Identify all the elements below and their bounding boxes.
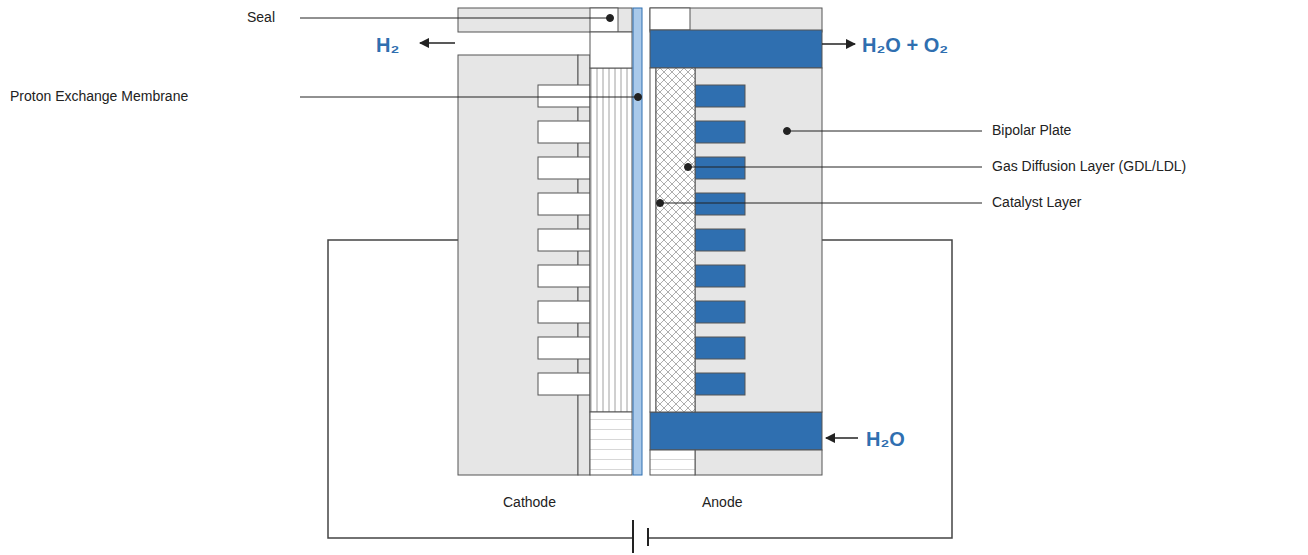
seal <box>590 32 632 68</box>
leader-line <box>300 15 982 207</box>
bipolar-plate <box>695 450 822 475</box>
flow-channel <box>538 301 590 323</box>
flow-label: H₂O + O₂ <box>862 34 948 56</box>
flow-channel <box>695 265 745 287</box>
flow-channel <box>538 373 590 395</box>
flow-channel <box>695 121 745 143</box>
end-cap <box>650 8 822 32</box>
membrane <box>633 8 642 475</box>
seal <box>650 450 695 475</box>
inlet-header <box>650 412 822 450</box>
outlet-header <box>650 30 822 68</box>
part-label: Catalyst Layer <box>992 195 1081 210</box>
flow-channel <box>695 337 745 359</box>
flow-label: H₂ <box>376 34 399 56</box>
flow-channel <box>695 85 745 107</box>
flow-channel <box>695 229 745 251</box>
flow-channel <box>538 193 590 215</box>
flow-arrow <box>826 437 858 439</box>
part-label: Gas Diffusion Layer (GDL/LDL) <box>992 159 1186 174</box>
part-label: Bipolar Plate <box>992 123 1071 138</box>
flow-channel <box>695 85 745 395</box>
seal <box>590 412 632 475</box>
flow-channel <box>695 301 745 323</box>
electrode-label: Anode <box>702 495 742 510</box>
part-label: Proton Exchange Membrane <box>10 89 188 104</box>
flow-channel <box>695 193 745 215</box>
flow-channel <box>538 85 590 107</box>
flow-channel <box>538 121 590 143</box>
flow-channel <box>538 157 590 179</box>
flow-channel <box>538 229 590 251</box>
flow-channel <box>538 265 590 287</box>
flow-channel <box>538 337 590 359</box>
battery-symbol <box>632 520 634 553</box>
flow-channel <box>695 157 745 179</box>
flow-channel <box>695 373 745 395</box>
seal <box>590 8 618 32</box>
flow-arrow <box>420 42 455 44</box>
seal <box>650 8 690 30</box>
flow-channel <box>538 85 590 395</box>
end-cap <box>458 8 632 32</box>
flow-label: H₂O <box>866 428 905 450</box>
part-label: Seal <box>247 10 275 25</box>
bipolar-plate <box>695 68 822 412</box>
electrode-label: Cathode <box>503 495 556 510</box>
flow-arrow <box>822 43 855 45</box>
catalyst-layer <box>650 68 656 412</box>
gas-diffusion-layer <box>656 68 695 412</box>
gas-diffusion-layer <box>590 68 632 412</box>
battery-symbol <box>647 528 649 546</box>
